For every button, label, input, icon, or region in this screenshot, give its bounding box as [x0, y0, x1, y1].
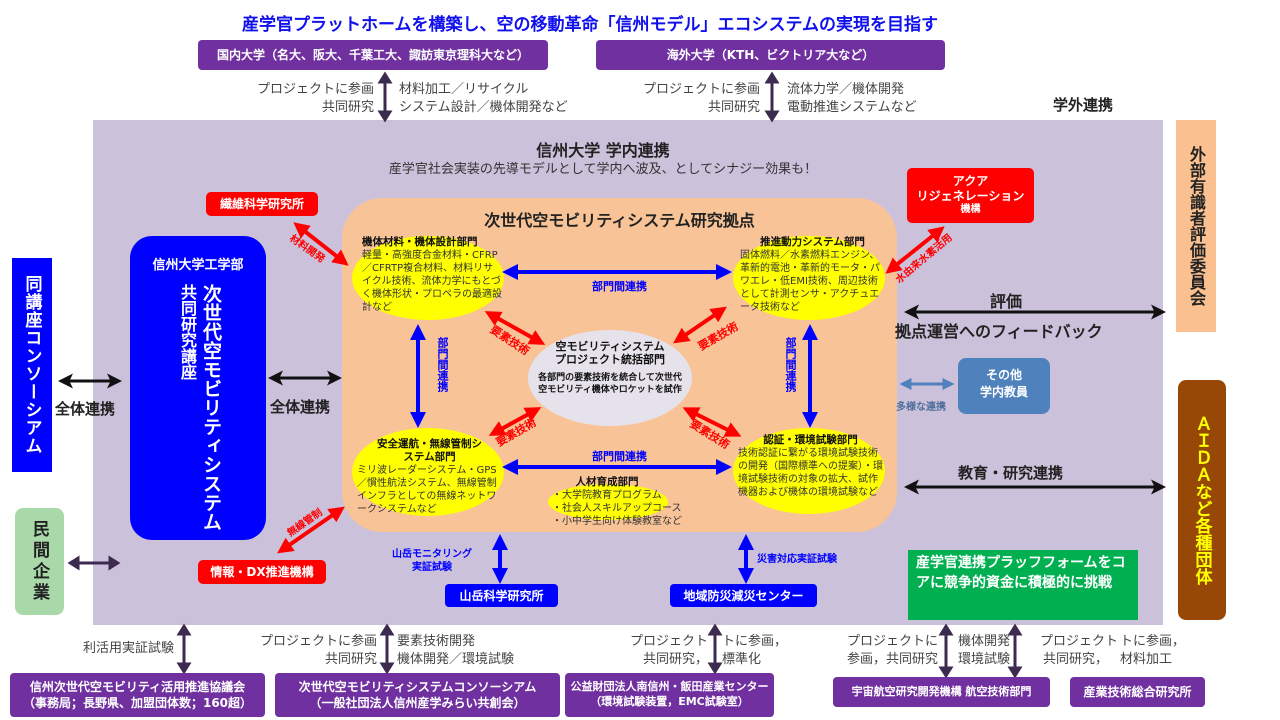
link-label: プロジェクト共同研究， [1040, 634, 1119, 667]
link-label: 全体連携 [270, 398, 331, 416]
faculty-box: 信州大学工学部 次世代空モビリティシステム 共同研究講座 [130, 236, 266, 540]
funding-box: 産学官連携プラッフフォームをコアに競争的資金に積極的に挑戦 [908, 550, 1138, 620]
arrow [293, 222, 349, 266]
link-label: 機体開発環境試験 [958, 634, 1011, 667]
link-label: トに参画，標準化 [722, 634, 788, 667]
inter-dept-label: 部門間連携 [784, 337, 797, 392]
private-companies-box: 民間企業 [15, 508, 64, 615]
fiber-institute-box: 繊維科学研究所 [206, 192, 318, 216]
dept-airframe [352, 236, 504, 320]
link-label: 流体力学／機体開発電動推進システムなど [787, 82, 917, 115]
hub-title: 次世代空モビリティシステム研究拠点 [484, 211, 755, 230]
dx-organization-box: 情報・DX推進機構 [198, 560, 326, 584]
arrow [488, 407, 542, 436]
link-label: 多様な連携 [896, 402, 946, 413]
mountain-science-institute-box: 山岳科学研究所 [445, 584, 558, 607]
link-label: プロジェクトに参画共同研究 [642, 82, 760, 115]
dept-hr-text: 人材育成部門 ・大学院教育プログラム ・社会人スキルアップコース ・小中学生向け… [552, 476, 682, 527]
inter-dept-label: 部門間連携 [592, 450, 647, 463]
link-label: 災害対応実証試験 [757, 554, 837, 565]
aida-box: ＡＩＤＡなど各種団体 [1178, 380, 1226, 620]
course-line1: 次世代空モビリティシステム [200, 284, 222, 531]
internal-subtitle: 産学官社会実装の先導モデルとして学内へ波及、としてシナジー効果も！ [388, 162, 818, 177]
link-label: プロジェクトに参画，共同研究 [846, 634, 938, 667]
external-label: 学外連携 [1053, 96, 1114, 114]
eval-label: 評価 [990, 292, 1023, 311]
arrow [277, 506, 345, 554]
other-faculty-box: その他学内教員 [958, 358, 1050, 414]
dept-safety-text: 安全運航・無線管制システム部門 ミリ波レーダーシステム・GPS／慣性航法システム… [357, 438, 497, 515]
bottom-partner-5: 産業技術総合研究所 [1070, 677, 1205, 707]
arrow [885, 226, 945, 274]
link-label: 要素技術開発機体開発／環境試験 [397, 634, 515, 667]
bottom-partner-1: 信州次世代空モビリティ活用推進協議会（事務局；長野県、加盟団体数；160超） [10, 673, 265, 717]
arrow [682, 407, 742, 437]
link-label: 材料加工／リサイクルシステム設計／機体開発など [399, 82, 568, 115]
dept-airframe-text: 機体材料・機体設計部門 軽量・高強度合金材料・CFRP／CFRTP複合材料、材料… [362, 236, 502, 313]
bottom-partner-3: 公益財団法人南信州・飯田産業センター（環境試験装置，EMC試験室） [565, 673, 774, 717]
feedback-label: 拠点運営へのフィードバック [895, 322, 1103, 341]
link-label: 山岳モニタリング実証試験 [392, 549, 472, 573]
edu-research-label: 教育・研究連携 [958, 464, 1064, 482]
bottom-partner-2: 次世代空モビリティシステムコンソーシアム（一般社団法人信州産学みらい共創会） [275, 673, 560, 717]
dept-certification [733, 428, 885, 514]
arrow [484, 311, 546, 345]
partner-domestic-universities: 国内大学（名大、阪大、千葉工大、諏訪東京理科大など） [198, 40, 548, 70]
dept-hr [548, 484, 668, 520]
evaluation-committee-box: 外部有識者評価委員会 [1176, 120, 1216, 332]
dept-safety [352, 428, 504, 516]
link-label: トに参画，材料加工 [1120, 634, 1186, 667]
consortium-box: 同講座コンソーシアム [12, 258, 52, 472]
page-title: 産学官プラットホームを構築し、空の移動革命「信州モデル」エコシステムの実現を目指… [242, 15, 938, 35]
arrow [673, 306, 727, 344]
center-project-dept: 空モビリティシステム プロジェクト統括部門 各部門の要素技術を統合して次世代 空… [528, 330, 692, 426]
course-line2: 共同研究講座 [178, 284, 197, 380]
link-label: プロジェクト共同研究， [629, 634, 708, 667]
link-label: 利活用実証試験 [82, 641, 174, 656]
link-label: プロジェクトに参画共同研究 [259, 634, 377, 667]
link-label: 全体連携 [55, 400, 116, 418]
faculty-name: 信州大学工学部 [152, 258, 244, 273]
dept-certification-text: 認証・環境試験部門 技術認証に繋がる環境試験技術の開発（国際標準への提案）・環境… [738, 434, 883, 498]
internal-title: 信州大学 学内連携 [536, 141, 670, 160]
aqua-regeneration-box: アクアリジェネレーション機構 [907, 168, 1034, 223]
disaster-center-box: 地域防災減災センター [670, 584, 817, 607]
dept-propulsion-text: 推進動力システム部門 固体燃料／水素燃料エンジン、革新的電池・革新的モータ・パワ… [740, 236, 880, 313]
partner-overseas-universities: 海外大学（KTH、ビクトリア大など） [596, 40, 945, 70]
dept-propulsion [733, 236, 885, 320]
inter-dept-label: 部門間連携 [592, 280, 647, 293]
bottom-partner-4: 宇宙航空研究開発機構 航空技術部門 [833, 677, 1050, 707]
link-label: プロジェクトに参画共同研究 [256, 82, 374, 115]
inter-dept-label: 部門間連携 [436, 337, 449, 392]
